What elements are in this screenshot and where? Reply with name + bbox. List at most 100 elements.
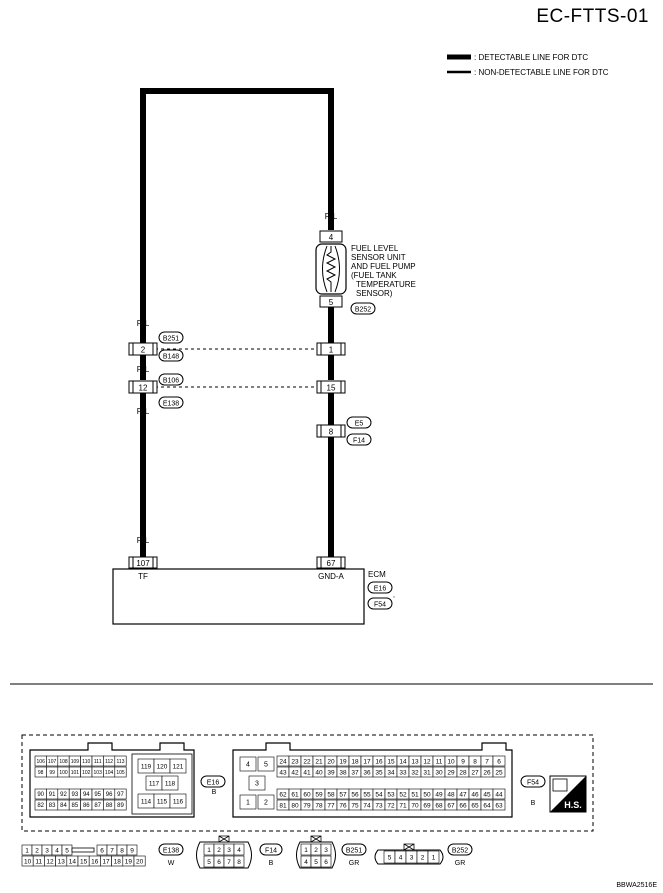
joint3-tag-top <box>346 416 372 429</box>
e16-mid-mid-pin-label: 118 <box>165 780 176 787</box>
f54-row3-pin-label: 45 <box>483 791 491 798</box>
f54-row3-pin-label: 58 <box>327 791 335 798</box>
f54-row3-pin-label: 51 <box>411 791 419 798</box>
f54-row1-pin-label: 23 <box>291 758 299 765</box>
e16-row1-pin-label: 112 <box>105 759 113 765</box>
wire-color-labels: R/L B R/L R/L B R/L B B R/L B <box>137 212 338 545</box>
joint2-tag-top-label: B106 <box>163 378 179 385</box>
joint1-tag-bottom-label: B148 <box>163 354 179 361</box>
ecm-pin-right-inner <box>320 556 342 569</box>
e138-color: W <box>168 860 175 867</box>
e138-top-b-pin-label: 6 <box>100 847 104 854</box>
f14-bottom-pin-label: 6 <box>217 859 221 866</box>
f54-row4-pin-label: 78 <box>315 802 323 809</box>
f54-small-bot-pin-label: 1 <box>246 800 250 807</box>
e16-row1-pin-label: 111 <box>94 759 102 765</box>
e16-mid-bot-pin-label: 115 <box>157 798 168 805</box>
e138-tag <box>158 843 184 856</box>
f54-row1-pin-label: 22 <box>303 758 311 765</box>
e138-top-a-pin-label: 5 <box>65 847 69 854</box>
legend: : DETECTABLE LINE FOR DTC : NON-DETECTAB… <box>447 53 609 77</box>
f54-row1-pin-label: 8 <box>473 758 477 765</box>
f54-row4-pin-label: 76 <box>339 802 347 809</box>
connector-views-frame <box>21 734 594 832</box>
f54-row1-pin-label: 7 <box>485 758 489 765</box>
e138-bottom-pin-label: 19 <box>125 858 133 865</box>
e138-bottom-pin-label: 16 <box>91 858 99 865</box>
f54-row4-cell <box>492 799 506 811</box>
hs-badge-connector-icon <box>552 778 568 792</box>
e16-row2-pin-label: 101 <box>71 770 80 776</box>
e16-mid-top-pin-label: 120 <box>157 763 168 770</box>
b251-top-pin-label: 3 <box>324 847 328 854</box>
ecm-pin-right: 67 <box>327 559 336 568</box>
f54-small-mid-cell <box>248 775 266 791</box>
sensor-pin-top: 4 <box>329 233 334 242</box>
e16-row3-pin-label: 96 <box>106 792 113 798</box>
e138-bottom-pin-label: 10 <box>24 858 32 865</box>
f54-row2-pin-label: 33 <box>399 769 407 776</box>
e16-row1-pin-label: 113 <box>117 759 125 765</box>
sensor-pin-bottom: 5 <box>329 298 334 307</box>
f54-row1-pin-label: 24 <box>279 758 287 765</box>
f54-row3-pin-label: 44 <box>495 791 503 798</box>
f54-row3-pin-label: 59 <box>315 791 323 798</box>
e138-bottom-pin-label: 11 <box>35 858 42 865</box>
f54-row3-pin-label: 56 <box>351 791 359 798</box>
f54-row4-pin-label: 71 <box>399 802 407 809</box>
e16-row4-pin-label: 87 <box>94 803 101 809</box>
e16-row1-pin-label: 110 <box>82 759 90 765</box>
sensor-connector-tag <box>350 302 376 315</box>
e138-top-a-pin-label: 2 <box>35 847 39 854</box>
e138-bottom-pin-label: 12 <box>46 858 54 865</box>
e16-mid-mid-cell <box>161 775 179 791</box>
joint3-pin: 8 <box>329 428 334 437</box>
joint3-inner <box>320 424 342 438</box>
e16-mid-bot-cell <box>169 793 187 809</box>
b252-pin-label: 2 <box>421 854 425 861</box>
f54-row1-pin-label: 21 <box>315 758 323 765</box>
f54-row1-pin-label: 9 <box>461 758 465 765</box>
wire-label-b-5: B <box>328 536 333 545</box>
f14-tag <box>259 843 283 856</box>
f54-row3-pin-label: 49 <box>435 791 443 798</box>
e16-row3-pin-label: 95 <box>94 792 101 798</box>
b251-key-icon <box>310 835 322 843</box>
e16-color: B <box>212 789 217 796</box>
e16-row3-pin-label: 93 <box>72 792 79 798</box>
f54-row1-pin-label: 6 <box>497 758 501 765</box>
e138-bottom-cell <box>133 855 146 867</box>
f14-bottom-pin-label: 8 <box>237 859 241 866</box>
f54-row4-pin-label: 63 <box>495 802 503 809</box>
hs-badge: H.S. <box>549 775 587 813</box>
sensor-label-line-2: SENSOR UNIT <box>351 253 406 262</box>
wire-label-rl-top: R/L <box>325 212 338 221</box>
f54-row1-pin-label: 15 <box>387 758 395 765</box>
e16-row4-pin-label: 83 <box>49 803 56 809</box>
f14-tag-label: F14 <box>265 848 277 855</box>
sensor-pin-bottom-box <box>319 295 343 308</box>
fuel-level-sensor: 4 5 B252 FUEL LEVEL SENSOR UNIT AND FUEL… <box>315 230 416 315</box>
joint2-tag-top <box>158 373 184 386</box>
f54-row2-pin-label: 41 <box>303 769 311 776</box>
f54-row4-pin-label: 69 <box>423 802 431 809</box>
ecm-terminal-tf: TF <box>138 572 148 581</box>
e138-key-slot <box>71 847 95 853</box>
f54-row2-pin-label: 32 <box>411 769 419 776</box>
b251-tag-label: B251 <box>346 848 362 855</box>
e16-row3-pin-label: 94 <box>83 792 90 798</box>
ecm-tag-e16 <box>367 581 393 594</box>
joint1-right-inner <box>320 342 342 356</box>
b252-pin-label: 3 <box>410 854 414 861</box>
wire-label-b-2: B <box>328 365 333 374</box>
f54-row1-pin-label: 13 <box>411 758 419 765</box>
f54-small-bot-cell <box>257 794 275 810</box>
f54-row3-pin-label: 60 <box>303 791 311 798</box>
f54-row1-pin-label: 14 <box>399 758 407 765</box>
f54-row3-pin-label: 53 <box>387 791 395 798</box>
f54-row4-pin-label: 80 <box>291 802 299 809</box>
b252-pin-label: 4 <box>399 854 403 861</box>
joint2-tag-bottom-label: E138 <box>163 401 179 408</box>
f54-row1-pin-label: 19 <box>339 758 347 765</box>
